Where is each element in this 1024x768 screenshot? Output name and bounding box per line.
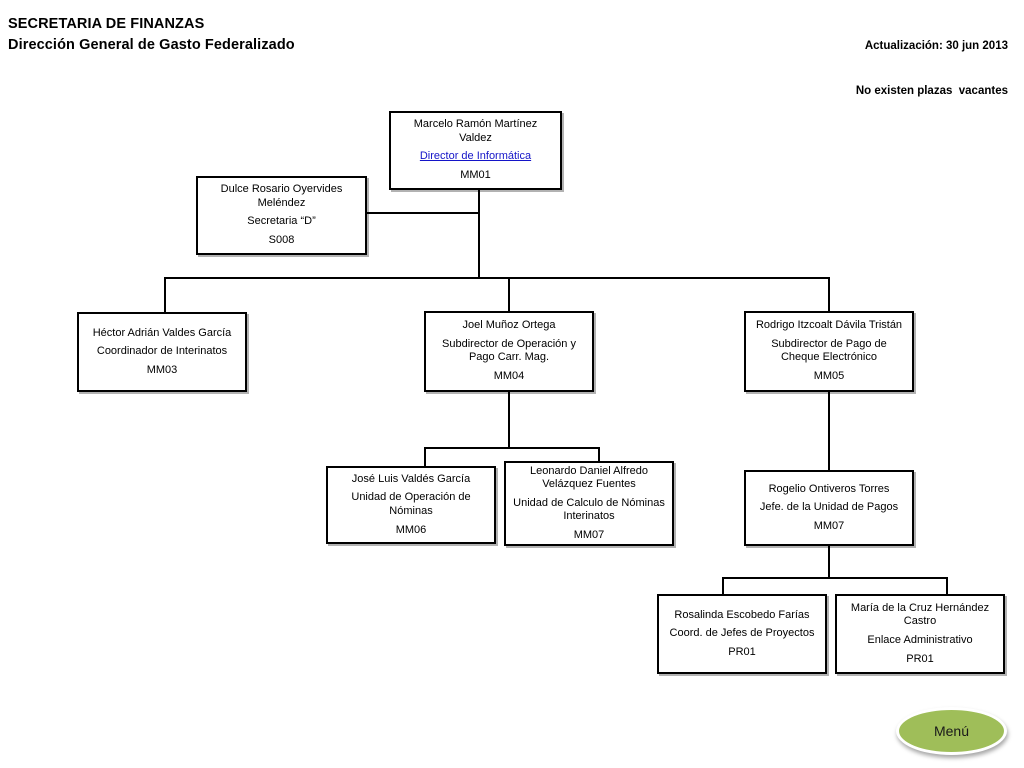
connector-drop-enlace-admin xyxy=(946,577,948,595)
connector-drop-subdir-cheque xyxy=(828,277,830,312)
connector-secretaria-stub xyxy=(366,212,480,214)
node-enlace-admin-name: María de la Cruz Hernández Castro xyxy=(850,601,990,628)
node-unidad-nominas[interactable]: José Luis Valdés García Unidad de Operac… xyxy=(326,466,496,544)
node-secretaria-name: Dulce Rosario Oyervides Meléndez xyxy=(220,183,343,209)
org-name-line: SECRETARIA DE FINANZAS xyxy=(8,16,205,32)
node-subdir-cheque-code: MM05 xyxy=(813,370,845,383)
node-coord-proyectos-name: Rosalinda Escobedo Farías xyxy=(674,608,810,621)
connector-director-trunk xyxy=(478,190,480,278)
node-secretaria-title: Secretaria “D” xyxy=(247,215,316,228)
connector-level2-bus xyxy=(164,277,830,279)
node-subdir-cheque[interactable]: Rodrigo Itzcoalt Dávila Tristán Subdirec… xyxy=(744,311,914,392)
node-unidad-pagos-name: Rogelio Ontiveros Torres xyxy=(768,482,890,495)
connector-subdir-cheque-trunk xyxy=(828,392,830,470)
node-subdir-cheque-title: Subdirector de Pago de Cheque Electrónic… xyxy=(771,337,887,364)
node-unidad-nominas-code: MM06 xyxy=(395,523,427,536)
connector-level4-bus xyxy=(722,577,948,579)
connector-drop-coord-interinatos xyxy=(164,277,166,313)
connector-unidad-pagos-trunk xyxy=(828,546,830,578)
header-metadata: Actualización: 30 jun 2013 No existen pl… xyxy=(856,9,1008,129)
node-secretaria-code: S008 xyxy=(268,234,295,247)
node-unidad-pagos-title: Jefe. de la Unidad de Pagos xyxy=(759,501,899,513)
node-unidad-nominas-name: José Luis Valdés García xyxy=(351,472,471,485)
connector-level3-bus-left xyxy=(424,447,600,449)
node-subdir-operacion-title: Subdirector de Operación y Pago Carr. Ma… xyxy=(442,337,576,364)
node-unidad-calculo-title: Unidad de Calculo de Nóminas Interinatos xyxy=(513,496,665,523)
node-secretaria[interactable]: Dulce Rosario Oyervides Meléndez Secreta… xyxy=(196,176,367,255)
connector-subdir-operacion-trunk xyxy=(508,392,510,448)
node-coord-interinatos-title: Coordinador de Interinatos xyxy=(96,345,228,357)
node-subdir-cheque-name: Rodrigo Itzcoalt Dávila Tristán xyxy=(755,319,903,332)
node-unidad-nominas-title: Unidad de Operación de Nóminas xyxy=(351,491,471,517)
page-title: SECRETARIA DE FINANZAS Dirección General… xyxy=(8,14,295,56)
node-coord-interinatos-name: Héctor Adrián Valdes García xyxy=(92,326,232,339)
node-unidad-calculo-name: Leonardo Daniel Alfredo Velázquez Fuente… xyxy=(529,464,649,491)
node-coord-interinatos-code: MM03 xyxy=(146,364,178,376)
connector-drop-subdir-operacion xyxy=(508,277,510,312)
node-unidad-calculo[interactable]: Leonardo Daniel Alfredo Velázquez Fuente… xyxy=(504,461,674,546)
node-director-name: Marcelo Ramón Martínez Valdez xyxy=(413,118,538,144)
connector-drop-coord-proyectos xyxy=(722,577,724,595)
node-unidad-pagos-code: MM07 xyxy=(813,520,845,532)
node-subdir-operacion-code: MM04 xyxy=(493,370,525,383)
connector-drop-unidad-calculo xyxy=(598,447,600,467)
node-unidad-pagos[interactable]: Rogelio Ontiveros Torres Jefe. de la Uni… xyxy=(744,470,914,546)
node-unidad-calculo-code: MM07 xyxy=(573,529,605,541)
node-subdir-operacion[interactable]: Joel Muñoz Ortega Subdirector de Operaci… xyxy=(424,311,594,392)
node-coord-proyectos-code: PR01 xyxy=(728,646,756,658)
node-coord-proyectos[interactable]: Rosalinda Escobedo Farías Coord. de Jefe… xyxy=(657,594,827,674)
node-subdir-operacion-name: Joel Muñoz Ortega xyxy=(462,319,556,332)
node-enlace-admin-code: PR01 xyxy=(906,652,934,665)
node-coord-proyectos-title: Coord. de Jefes de Proyectos xyxy=(669,627,815,639)
node-coord-interinatos[interactable]: Héctor Adrián Valdes García Coordinador … xyxy=(77,312,247,392)
node-director-title-link[interactable]: Director de Informática xyxy=(419,150,532,163)
connector-drop-unidad-nominas xyxy=(424,447,426,467)
node-enlace-admin-title: Enlace Administrativo xyxy=(867,633,973,646)
menu-button[interactable]: Menú xyxy=(896,707,1007,755)
org-subtitle-line: Dirección General de Gasto Federalizado xyxy=(8,37,295,53)
node-director[interactable]: Marcelo Ramón Martínez Valdez Director d… xyxy=(389,111,562,190)
vacancy-status-label: No existen plazas vacantes xyxy=(855,85,1008,97)
menu-button-label: Menú xyxy=(933,723,970,739)
node-director-code: MM01 xyxy=(460,169,491,182)
node-enlace-admin[interactable]: María de la Cruz Hernández Castro Enlace… xyxy=(835,594,1005,674)
update-date-label: Actualización: 30 jun 2013 xyxy=(864,40,1008,52)
